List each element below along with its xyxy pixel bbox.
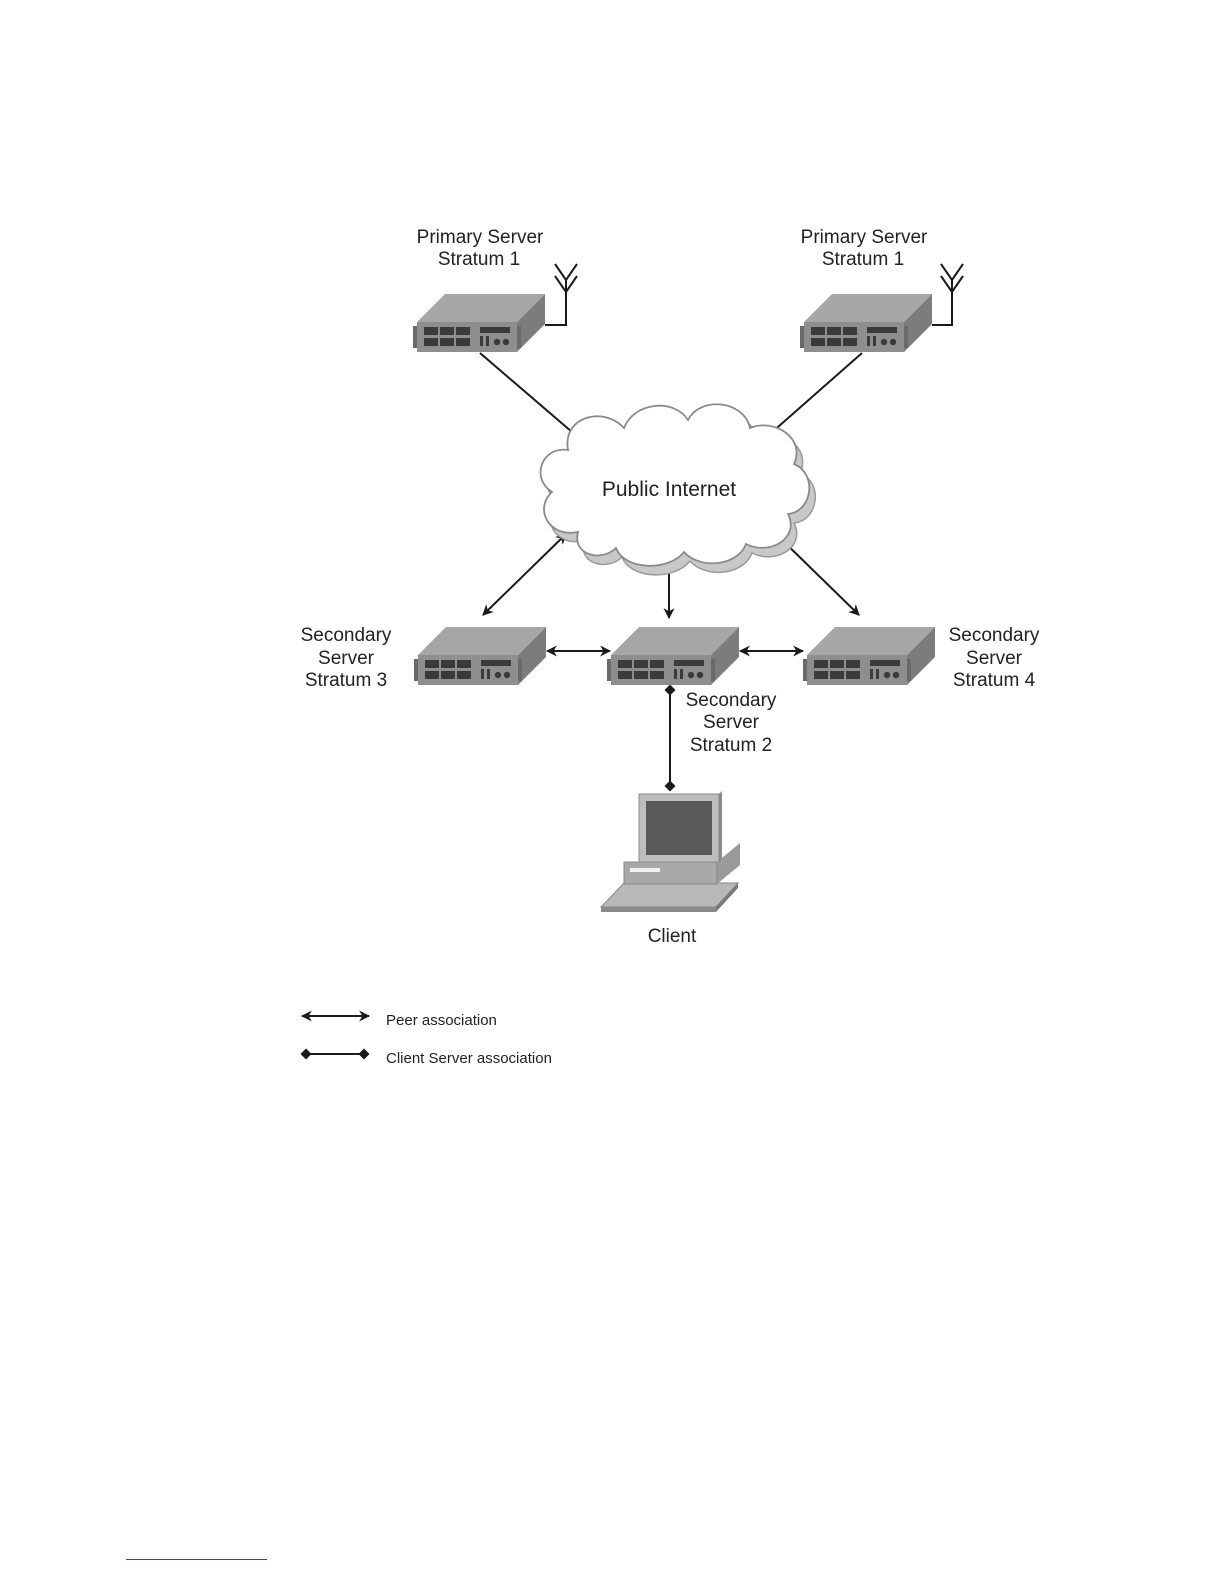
- secondary-s3-label-line1: Secondary: [301, 625, 392, 646]
- antenna-cable: [932, 296, 952, 325]
- primary-server-right-label-line2: Stratum 1: [822, 249, 904, 270]
- antenna-icon: [941, 264, 963, 322]
- server-icon: [413, 294, 545, 352]
- secondary-s2-label-line2: Server: [703, 712, 760, 733]
- public-internet-label: Public Internet: [602, 478, 736, 501]
- secondary-s3-label-line3: Stratum 3: [305, 670, 387, 691]
- server-icon: [607, 627, 739, 685]
- secondary-server-stratum-4: Secondary Server Stratum 4: [803, 625, 1040, 691]
- server-icon: [414, 627, 546, 685]
- public-internet-cloud: Public Internet: [541, 404, 816, 575]
- server-icon: [800, 294, 932, 352]
- link-primary-right-internet: [770, 353, 862, 434]
- server-icon: [803, 627, 935, 685]
- peer-association-label: Peer association: [386, 1012, 497, 1029]
- link-primary-left-internet: [480, 353, 572, 432]
- client-label: Client: [648, 926, 697, 947]
- client-server-association-label: Client Server association: [386, 1050, 552, 1067]
- primary-server-left-label-line2: Stratum 1: [438, 249, 520, 270]
- footnote-rule: [126, 1559, 267, 1560]
- laptop-icon: [601, 791, 740, 912]
- primary-server-right: Primary Server Stratum 1: [800, 227, 963, 352]
- primary-server-right-label-line1: Primary Server: [801, 227, 928, 248]
- primary-server-left: Primary Server Stratum 1: [413, 227, 577, 352]
- secondary-s2-label-line3: Stratum 2: [690, 735, 772, 756]
- legend-item-client-server: Client Server association: [306, 1050, 552, 1067]
- secondary-s4-label-line3: Stratum 4: [953, 670, 1036, 691]
- antenna-cable: [545, 296, 566, 325]
- legend-item-peer: Peer association: [302, 1012, 497, 1029]
- secondary-server-stratum-2: Secondary Server Stratum 2: [607, 627, 777, 756]
- secondary-server-stratum-3: Secondary Server Stratum 3: [301, 625, 546, 691]
- antenna-icon: [555, 264, 577, 322]
- secondary-s3-label-line2: Server: [318, 648, 375, 669]
- legend: Peer association Client Server associati…: [302, 1012, 552, 1067]
- primary-server-left-label-line1: Primary Server: [417, 227, 544, 248]
- secondary-s4-label-line1: Secondary: [949, 625, 1040, 646]
- client-computer: Client: [601, 791, 740, 947]
- secondary-s4-label-line2: Server: [966, 648, 1023, 669]
- secondary-s2-label-line1: Secondary: [686, 690, 777, 711]
- peer-link-internet-s3: [483, 534, 566, 615]
